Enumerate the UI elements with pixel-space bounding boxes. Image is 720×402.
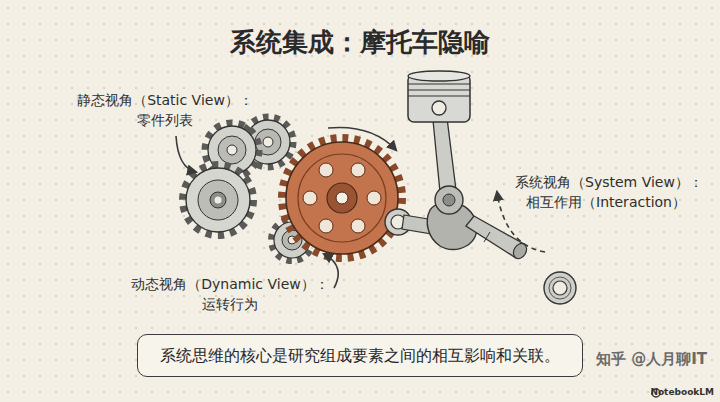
bearing-ring [544,272,576,304]
caption-box: 系统思维的核心是研究组成要素之间的相互影响和关联。 [137,334,583,377]
view-label: 系统视角（System View）： [515,174,703,192]
gear-medium [183,165,253,235]
view-label: 运转行为 [202,296,258,314]
caption: 系统思维的核心是研究组成要素之间的相互影响和关联。 [160,346,560,365]
connecting-rod [432,110,463,214]
view-label: 动态视角（Dynamic View）： [131,276,328,294]
gear-copper [282,138,402,258]
title: 系统集成：摩托车隐喻 [0,26,720,59]
piston [408,71,470,122]
static-arrow [176,136,196,172]
watermark: 知乎 @人月聊IT [596,350,707,369]
view-label: 零件列表 [137,112,193,130]
watermark: NotebookLM [650,387,714,398]
rotation-arrow [328,127,396,150]
crankshaft [402,202,529,261]
view-label: 静态视角（Static View）： [77,92,253,110]
view-label: 相互作用（Interaction） [526,194,686,212]
